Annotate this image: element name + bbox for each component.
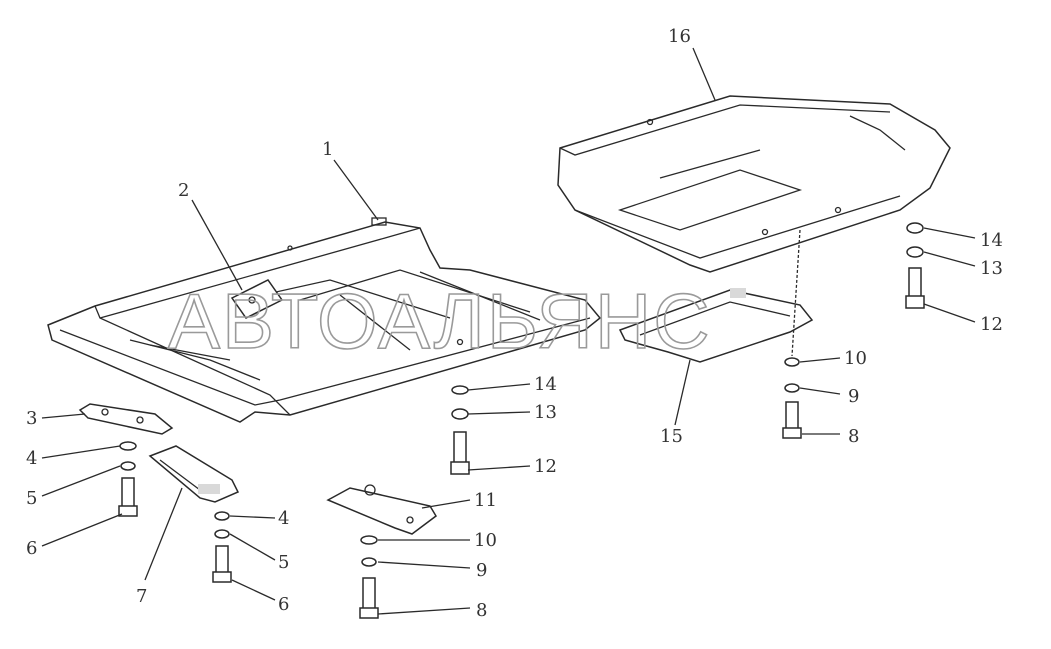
cover-plate-7 — [148, 445, 240, 503]
plate-15 — [618, 288, 814, 363]
callout-13a: 13 — [534, 402, 557, 423]
callout-5: 5 — [26, 488, 37, 509]
callout-2: 2 — [178, 180, 189, 201]
callout-6b: 6 — [278, 594, 289, 615]
callout-8a: 8 — [476, 600, 487, 621]
callout-4b: 4 — [278, 508, 289, 529]
callout-13b: 13 — [980, 258, 1003, 279]
callout-16: 16 — [668, 26, 691, 47]
bracket-2 — [230, 279, 284, 319]
callout-5b: 5 — [278, 552, 289, 573]
callout-9b: 9 — [848, 386, 859, 407]
callout-9a: 9 — [476, 560, 487, 581]
callout-11: 11 — [474, 490, 497, 511]
fastener-stack-plate1 — [450, 385, 470, 475]
callout-14a: 14 — [534, 374, 557, 395]
callout-12b: 12 — [980, 314, 1003, 335]
fastener-stack-rear — [905, 222, 925, 309]
callouts: 1 2 3 4 5 6 7 4 5 6 11 10 9 8 14 13 12 1… — [26, 26, 1003, 621]
callout-10a: 10 — [474, 530, 497, 551]
bracket-3 — [78, 403, 174, 435]
callout-4: 4 — [26, 448, 37, 469]
watermark-text: АВТОАЛЬЯНС — [168, 277, 712, 365]
fastener-stack-11 — [359, 535, 379, 619]
leader-lines — [41, 47, 976, 615]
plate-11 — [326, 484, 437, 535]
callout-12a: 12 — [534, 456, 557, 477]
callout-15: 15 — [660, 426, 683, 447]
callout-7: 7 — [136, 586, 147, 607]
callout-10b: 10 — [844, 348, 867, 369]
callout-1: 1 — [322, 139, 333, 160]
fastener-stack-left — [118, 441, 138, 517]
callout-3: 3 — [26, 408, 37, 429]
callout-8b: 8 — [848, 426, 859, 447]
callout-6: 6 — [26, 538, 37, 559]
skid-plate-front — [47, 217, 602, 423]
callout-14b: 14 — [980, 230, 1003, 251]
fastener-stack-mid — [212, 511, 232, 583]
skid-plate-rear — [557, 95, 951, 273]
fastener-stack-15 — [782, 357, 802, 439]
